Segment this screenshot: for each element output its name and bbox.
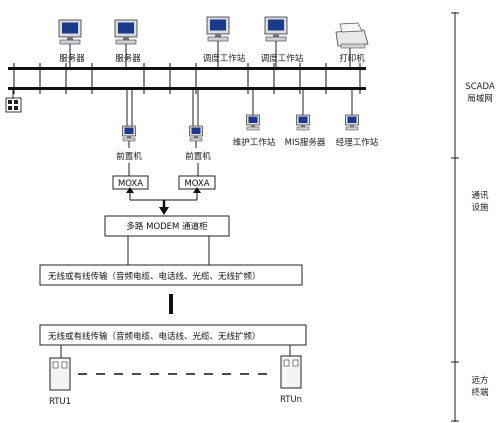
- moxa-merge-arrows: [129, 189, 198, 210]
- layer-remote-line2: 终端: [471, 387, 489, 398]
- rtun-label: RTUn: [280, 395, 302, 405]
- rtun-icon: [280, 355, 302, 389]
- manager-ws-label: 经理工作站: [336, 137, 379, 148]
- fep-2-icon: [189, 90, 203, 148]
- printer-icon: [335, 22, 369, 67]
- rtu1-icon: [49, 357, 71, 391]
- dispatch-ws-2-icon: [264, 16, 288, 67]
- layer-lan-line2: 局域网: [467, 93, 493, 104]
- network-switch: [5, 90, 22, 113]
- server-1-icon: [58, 19, 82, 67]
- lan-bus-upper: [8, 67, 366, 70]
- mis-server-icon: [296, 90, 310, 131]
- layer-lan-line1: SCADA: [465, 82, 495, 92]
- transmission-link: [169, 294, 173, 314]
- layer-axis: [451, 12, 459, 422]
- modem-cabinet-label: 多路 MODEM 通道柜: [126, 221, 208, 232]
- dispatch-ws-1-icon: [206, 16, 230, 67]
- fep-1-label: 前置机: [116, 151, 142, 162]
- layer-comm-line2: 设施: [471, 202, 489, 213]
- modem-cabinet-box: [104, 215, 230, 237]
- server-1-label: 服务器: [59, 53, 85, 64]
- arrow-up-icon: [126, 187, 134, 193]
- moxa-1-label: MOXA: [118, 179, 143, 189]
- lan-bus-lower: [8, 87, 366, 90]
- printer-label: 打印机: [339, 53, 365, 64]
- moxa-2-label: MOXA: [184, 179, 209, 189]
- dispatch-ws-1-label: 调度工作站: [203, 53, 246, 64]
- server-2-label: 服务器: [115, 53, 141, 64]
- maintenance-ws-label: 维护工作站: [233, 137, 276, 148]
- fep-1-icon: [122, 90, 136, 148]
- layer-comm-line1: 通讯: [471, 190, 489, 201]
- layer-remote-line1: 远方: [471, 375, 488, 386]
- mis-server-label: MIS服务器: [285, 137, 326, 148]
- transmission-box-2: [39, 324, 307, 346]
- maintenance-ws-icon: [246, 90, 260, 131]
- arrow-up-icon: [193, 187, 201, 193]
- server-2-icon: [114, 19, 138, 67]
- dispatch-ws-2-label: 调度工作站: [261, 53, 304, 64]
- arrow-down-icon: [159, 207, 169, 215]
- rtu1-label: RTU1: [49, 397, 71, 407]
- transmission-1-label: 无线或有线传输（音频电缆、电话线、光缆、无线扩频）: [48, 271, 261, 282]
- transmission-box-1: [39, 264, 303, 286]
- fep-2-label: 前置机: [185, 151, 211, 162]
- lan-bus-ticks: [13, 63, 361, 94]
- transmission-2-label: 无线或有线传输（音频电缆、电话线、光缆、无线扩频）: [48, 331, 261, 342]
- manager-ws-icon: [345, 90, 359, 131]
